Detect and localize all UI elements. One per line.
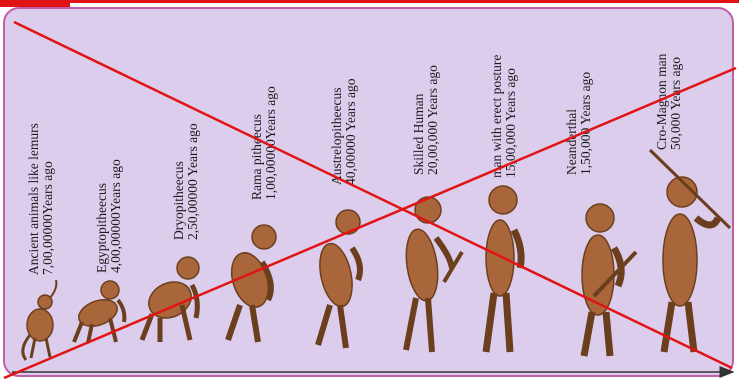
figure-lemur <box>23 280 57 360</box>
figure-erect-posture <box>486 186 521 352</box>
figure-neanderthal <box>582 204 636 356</box>
cross-out-mark-icon <box>4 22 736 378</box>
figure-ramapithecus <box>225 225 276 342</box>
figure-cro-magnon <box>650 150 730 352</box>
figure-skilled-human <box>402 197 462 352</box>
figure-egyptopithecus <box>74 281 124 343</box>
